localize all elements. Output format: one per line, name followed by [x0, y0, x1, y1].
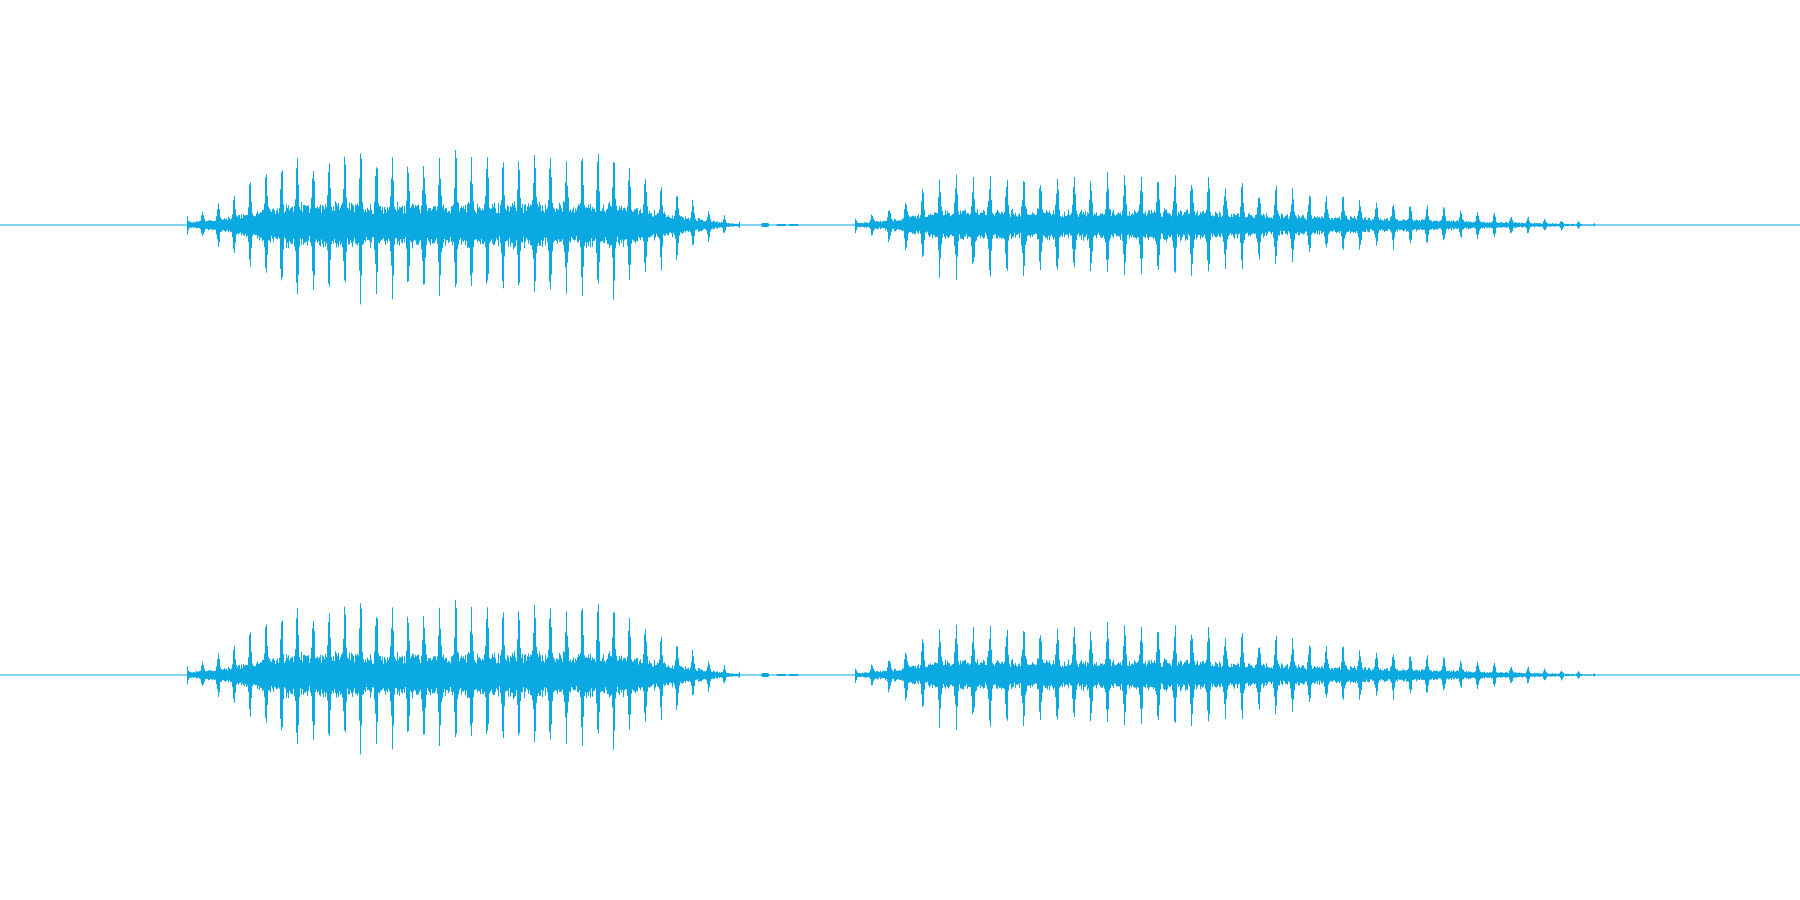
audio-burst	[187, 599, 740, 755]
audio-burst	[187, 149, 740, 305]
channel-1-waveform	[0, 149, 1800, 305]
channel-2-waveform	[0, 599, 1800, 755]
audio-burst	[855, 172, 1595, 280]
audio-burst	[855, 622, 1595, 730]
